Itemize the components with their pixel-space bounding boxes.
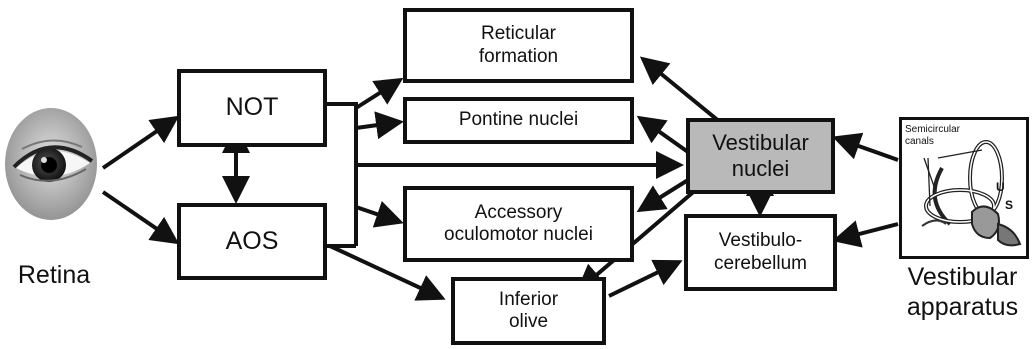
arrow-retina-to-not [101, 115, 180, 170]
saccule-label: S [1005, 198, 1014, 212]
inferior-olive-node: Inferior olive [451, 277, 606, 345]
inferior-olive-label: Inferior olive [498, 288, 559, 332]
pontine-nuclei-label: Pontine nuclei [458, 109, 579, 131]
arrow-trunk-to-reticular [354, 77, 404, 110]
semicircular-canals-label: Semicircular canals [905, 124, 961, 147]
retina-label: Retina [17, 261, 91, 289]
vestibular-nuclei-label: Vestibular nuclei [712, 130, 809, 181]
accessory-oculomotor-nuclei-label: Accessory oculomotor nuclei [444, 201, 593, 245]
arrow-apparatus-to-vn [832, 132, 899, 162]
vestibular-apparatus-label: Vestibular apparatus [906, 263, 1019, 321]
arrow-aos-to-inferior-olive [329, 244, 446, 301]
arrow-olive-to-cerebellum [608, 259, 683, 298]
aos-node: AOS [177, 203, 327, 280]
arrow-vn-to-pontine [636, 115, 690, 154]
arrow-apparatus-to-cerebellum [832, 220, 899, 248]
utricle-label: U [996, 180, 1005, 194]
pontine-nuclei-node: Pontine nuclei [403, 97, 634, 144]
arrow-vn-to-accessory [636, 178, 690, 213]
retina-eye-illustration [2, 105, 100, 223]
vestibulocerebellum-node: Vestibulo- cerebellum [684, 214, 837, 291]
aos-label: AOS [225, 226, 279, 255]
arrow-trunk-to-accessory [355, 201, 404, 228]
vestibular-apparatus-illustration: Semicircular canals U S [899, 117, 1029, 259]
line-not-trunk [326, 102, 358, 246]
arrow-retina-to-aos [101, 190, 180, 245]
reticular-formation-node: Reticular formation [403, 8, 634, 83]
arrow-vn-to-inferior-olive [575, 186, 700, 293]
vestibular-nuclei-node: Vestibular nuclei [686, 118, 835, 194]
reticular-formation-label: Reticular formation [478, 23, 559, 67]
vestibulocerebellum-label: Vestibulo- cerebellum [714, 230, 807, 274]
not-label: NOT [225, 93, 279, 122]
accessory-oculomotor-nuclei-node: Accessory oculomotor nuclei [403, 186, 634, 262]
not-node: NOT [177, 69, 327, 147]
arrow-trunk-to-pontine [355, 111, 404, 140]
